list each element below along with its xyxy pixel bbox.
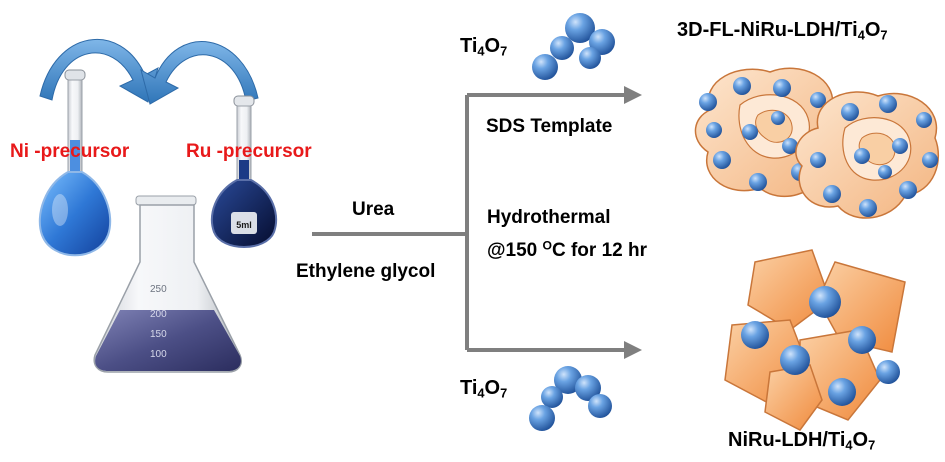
flower-ldh-structure: [694, 67, 939, 219]
condition-degree-sup: O: [542, 238, 552, 253]
ti4o7-particles-top: [532, 13, 615, 80]
ni-precursor-label: Ni -precursor: [10, 141, 130, 162]
product-top-label: 3D-FL-NiRu-LDH/Ti4O7: [677, 19, 888, 43]
ti4o7-label-bottom: Ti4O7: [460, 377, 508, 401]
product-top-sub2: 7: [880, 27, 888, 43]
erlenmeyer-mark-200: 200: [150, 309, 167, 320]
ethylene-glycol-label: Ethylene glycol: [296, 261, 436, 282]
product-top-base: 3D-FL-NiRu-LDH/Ti: [677, 19, 858, 41]
process-flow-lines: [312, 93, 628, 352]
hydrothermal-label: Hydrothermal: [487, 207, 611, 228]
hydrothermal-condition-label: @150 OC for 12 hr: [487, 238, 648, 261]
ni-volumetric-flask: [38, 69, 112, 257]
ti-bottom-base: Ti: [460, 377, 478, 399]
ru-flask-volume-mark: 5ml: [236, 220, 252, 230]
product-top-sub1: 4: [857, 27, 865, 43]
ru-volumetric-flask: 5ml: [210, 95, 278, 248]
product-top-mid: O: [864, 19, 881, 41]
product-bottom-mid: O: [852, 429, 869, 451]
ti-bottom-sub2: 7: [500, 385, 508, 401]
sds-template-label: SDS Template: [486, 116, 613, 137]
ru-precursor-label: Ru -precursor: [186, 141, 312, 162]
ti-top-sub1: 4: [477, 43, 485, 59]
ti-top-mid: O: [484, 35, 501, 57]
erlenmeyer-mark-250: 250: [150, 284, 167, 295]
ti-top-base: Ti: [460, 35, 478, 57]
arrow-ru-to-beaker: [140, 41, 259, 105]
urea-label: Urea: [352, 199, 395, 220]
arrowhead-top: [624, 86, 642, 104]
ti4o7-particles-bottom: [529, 366, 612, 431]
ti-bottom-mid: O: [484, 377, 501, 399]
erlenmeyer-flask: 250 200 150 100: [93, 195, 242, 373]
flower-left: [694, 67, 848, 198]
arrowhead-bottom: [624, 341, 642, 359]
erlenmeyer-mark-150: 150: [150, 329, 167, 340]
ti-bottom-sub1: 4: [477, 385, 485, 401]
product-bottom-sub1: 4: [845, 437, 853, 453]
arrow-ni-to-beaker: [39, 38, 159, 103]
ti-top-sub2: 7: [500, 43, 508, 59]
ti4o7-label-top: Ti4O7: [460, 35, 508, 59]
condition-suffix: C for 12 hr: [551, 240, 648, 261]
sheet-ldh-structure: [724, 249, 906, 431]
erlenmeyer-mark-100: 100: [150, 349, 167, 360]
condition-prefix: @150: [487, 240, 543, 261]
product-bottom-base: NiRu-LDH/Ti: [728, 429, 846, 451]
product-bottom-label: NiRu-LDH/Ti4O7: [728, 429, 876, 453]
flower-right: [795, 91, 939, 219]
product-bottom-sub2: 7: [868, 437, 876, 453]
